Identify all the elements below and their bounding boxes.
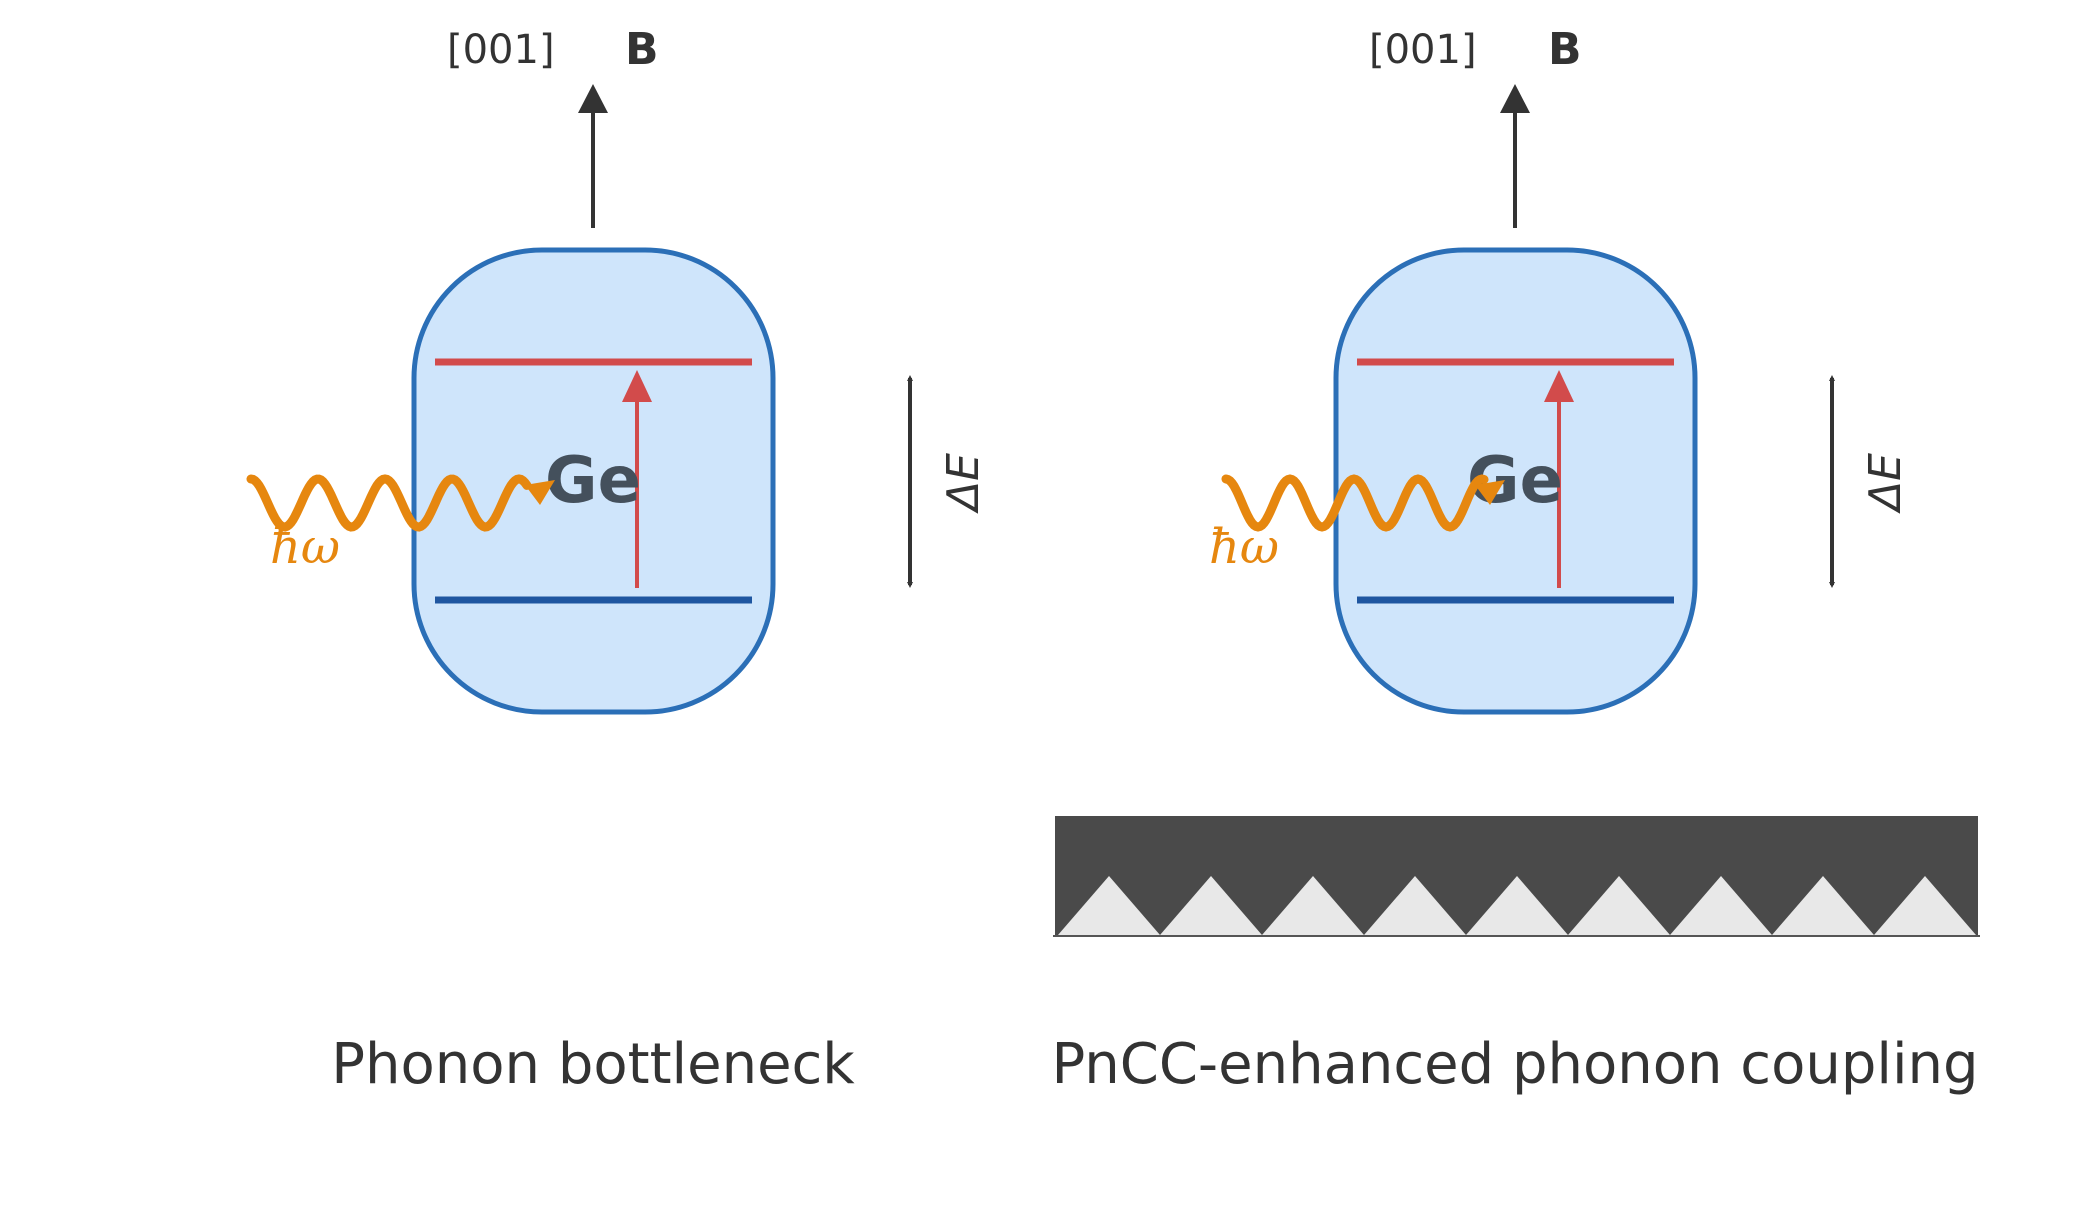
pncc-tooth (1568, 876, 1670, 935)
phonon-wave-path (246, 474, 532, 532)
pncc-tooth (1466, 876, 1568, 935)
arrow-head-icon (1500, 84, 1530, 113)
arrow-head-icon (578, 84, 608, 113)
pncc-tooth (1160, 876, 1262, 935)
phonon-wave (246, 474, 555, 532)
pncc-tooth (1262, 876, 1364, 935)
energy-splitting-label: ΔE (938, 453, 989, 514)
magnetic-field-label: B (625, 24, 659, 75)
panel-caption: PnCC-enhanced phonon coupling (1051, 1032, 1978, 1097)
phonon-energy-label: ħω (1209, 519, 1279, 575)
phononic-crystal-cavity (1053, 816, 1980, 937)
pncc-tooth (1058, 876, 1160, 935)
energy-splitting-label: ΔE (1860, 453, 1911, 514)
field-arrow (1500, 84, 1530, 228)
field-arrow (578, 84, 608, 228)
phonon-wave (1221, 474, 1505, 532)
phonon-arrow-head-icon (1475, 480, 1505, 505)
magnetic-field-label: B (1548, 24, 1582, 75)
panel-pncc-enhanced: [001] B Ge ħω ΔE PnCC-enhanced phonon co… (1051, 24, 1980, 1097)
crystal-direction-label: [001] (447, 27, 555, 73)
pncc-tooth (1364, 876, 1466, 935)
panel-phonon-bottleneck: [001] B Ge ħω ΔE Phonon bottleneck (246, 24, 989, 1097)
pncc-tooth (1670, 876, 1772, 935)
phonon-energy-label: ħω (270, 519, 340, 575)
crystal-direction-label: [001] (1369, 27, 1477, 73)
pncc-tooth (1772, 876, 1874, 935)
phonon-wave-path (1221, 474, 1489, 532)
transition-arrow (1544, 370, 1574, 588)
ion-label: Ge (545, 444, 641, 518)
transition-arrow (622, 370, 652, 588)
phonon-arrow-head-icon (525, 480, 555, 505)
panel-caption: Phonon bottleneck (331, 1032, 855, 1097)
pncc-tooth (1874, 876, 1976, 935)
